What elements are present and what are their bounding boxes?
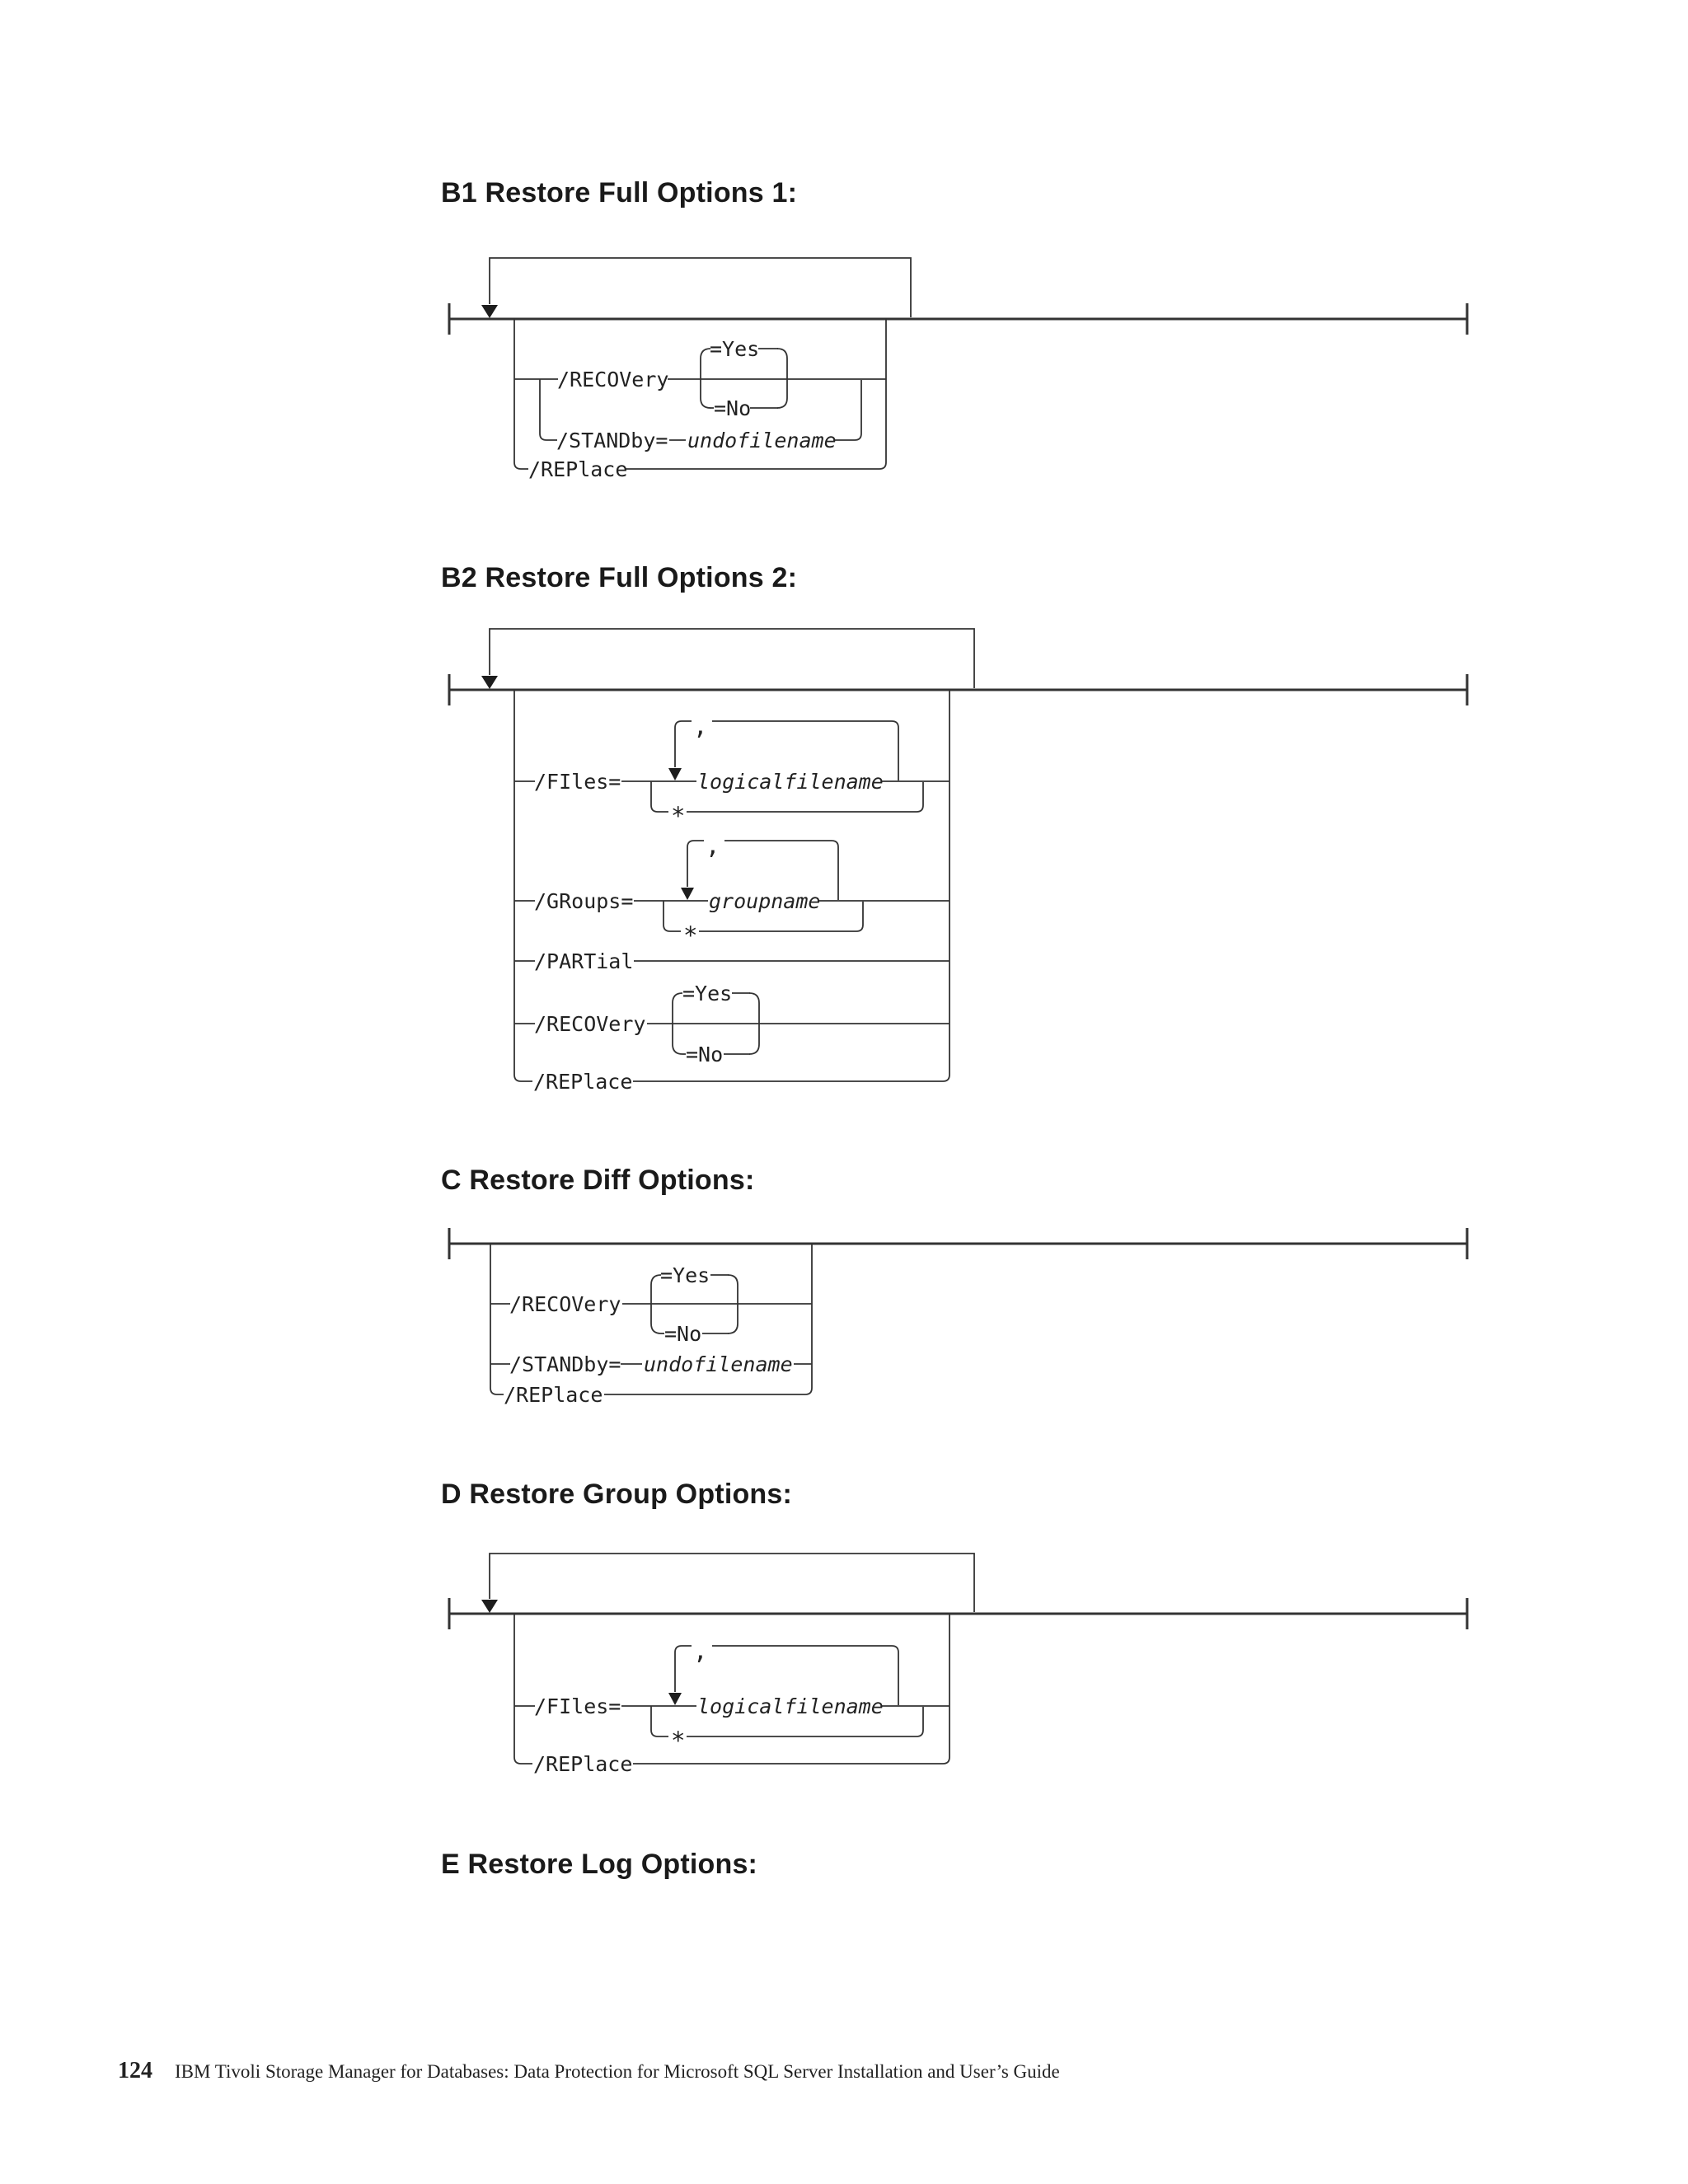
diagram-lines — [489, 1553, 975, 1765]
branch-left — [490, 1244, 504, 1395]
replace-join — [633, 1615, 950, 1765]
yesno-box-left — [700, 348, 711, 409]
syntax-diagram-b2-restore-full-options-2: /FIles= , logicalfilename * /GRoups= , g… — [448, 628, 1469, 1094]
files-comma-loop-left — [674, 1645, 692, 1692]
token-star: * — [671, 1727, 685, 1755]
token-star: * — [671, 802, 685, 830]
syntax-diagram-d-restore-group-options: /FIles= , logicalfilename * /REPlace — [448, 1553, 1469, 1776]
section-heading-d: D Restore Group Options: — [441, 1479, 793, 1510]
token-comma: , — [693, 712, 707, 740]
section-heading-b2: B2 Restore Full Options 2: — [441, 562, 798, 593]
loop-arrow-icon — [481, 1600, 498, 1613]
yesno-box-right — [748, 992, 760, 1055]
token-comma: , — [693, 1637, 707, 1665]
token-standby: /STANDby= — [509, 1352, 621, 1376]
yesno-box-left — [650, 1274, 662, 1334]
section-heading-e: E Restore Log Options: — [441, 1849, 758, 1880]
token-logicalfilename: logicalfilename — [697, 1694, 884, 1718]
groups-star-left — [663, 901, 681, 932]
section-heading-c: C Restore Diff Options: — [441, 1165, 755, 1196]
replace-join — [633, 691, 950, 1082]
standby-join — [835, 380, 862, 441]
files-star-left — [650, 1706, 668, 1737]
page-footer: 124 IBM Tivoli Storage Manager for Datab… — [118, 2058, 1060, 2084]
diagram-lines — [490, 1244, 813, 1395]
token-no: =No — [714, 396, 751, 420]
repeat-loop-line — [489, 257, 912, 317]
loop-arrow-icon — [481, 676, 498, 689]
token-logicalfilename: logicalfilename — [697, 770, 884, 794]
syntax-diagram-c-restore-diff-options: /RECOVery =Yes =No /STANDby= undofilenam… — [448, 1228, 1469, 1407]
branch-left — [513, 691, 532, 1082]
branch-left-outer — [513, 318, 528, 470]
token-files: /FIles= — [534, 770, 621, 794]
files-comma-loop-left — [674, 720, 692, 767]
token-no: =No — [664, 1322, 701, 1346]
groups-comma-loop-right — [724, 840, 839, 900]
token-replace: /REPlace — [528, 457, 627, 481]
token-no: =No — [686, 1043, 723, 1066]
groups-comma-loop-left — [687, 840, 704, 887]
token-undofilename: undofilename — [687, 429, 837, 452]
page-number: 124 — [118, 2058, 152, 2083]
groups-star-right — [699, 902, 864, 932]
syntax-diagram-b1-restore-full-options-1: /RECOVery =Yes =No /STANDby= undofilenam… — [448, 257, 1469, 481]
token-replace: /REPlace — [533, 1070, 632, 1094]
token-replace: /REPlace — [504, 1383, 603, 1407]
token-yes: =Yes — [710, 337, 759, 361]
groups-comma-arrow-icon — [681, 888, 694, 900]
token-recovery: /RECOVery — [557, 368, 668, 391]
files-comma-loop-right — [712, 1645, 899, 1705]
yesno-box-right — [727, 1274, 738, 1334]
files-comma-arrow-icon — [668, 768, 682, 780]
diagram-lines — [489, 628, 975, 1082]
branch-left-inner — [539, 379, 557, 441]
yesno-box-left — [672, 992, 683, 1055]
files-star-right — [687, 1707, 924, 1737]
token-recovery: /RECOVery — [534, 1012, 645, 1036]
replace-join — [604, 1244, 813, 1395]
main-rail — [448, 674, 1469, 705]
token-undofilename: undofilename — [644, 1352, 793, 1376]
token-groupname: groupname — [709, 889, 820, 913]
files-star-right — [687, 782, 924, 813]
loop-arrow-icon — [481, 305, 498, 318]
token-yes: =Yes — [682, 982, 732, 1005]
main-rail — [448, 1598, 1469, 1629]
replace-join — [626, 320, 887, 470]
footer-title: IBM Tivoli Storage Manager for Databases… — [175, 2061, 1060, 2082]
yesno-box-right — [776, 348, 788, 409]
repeat-loop-line — [489, 1553, 975, 1612]
files-comma-arrow-icon — [668, 1693, 682, 1705]
token-yes: =Yes — [660, 1263, 710, 1287]
token-star: * — [683, 921, 697, 949]
token-recovery: /RECOVery — [509, 1292, 621, 1316]
main-rail — [448, 1228, 1469, 1259]
token-partial: /PARTial — [534, 949, 633, 973]
section-heading-b1: B1 Restore Full Options 1: — [441, 177, 798, 209]
repeat-loop-line — [489, 628, 975, 688]
token-standby: /STANDby= — [556, 429, 668, 452]
token-files: /FIles= — [534, 1694, 621, 1718]
token-groups: /GRoups= — [534, 889, 633, 913]
files-comma-loop-right — [712, 720, 899, 780]
branch-left — [513, 1615, 532, 1765]
main-rail — [448, 303, 1469, 335]
files-star-left — [650, 781, 668, 813]
diagram-lines — [489, 257, 912, 470]
token-replace: /REPlace — [533, 1752, 632, 1776]
token-comma: , — [706, 832, 720, 860]
